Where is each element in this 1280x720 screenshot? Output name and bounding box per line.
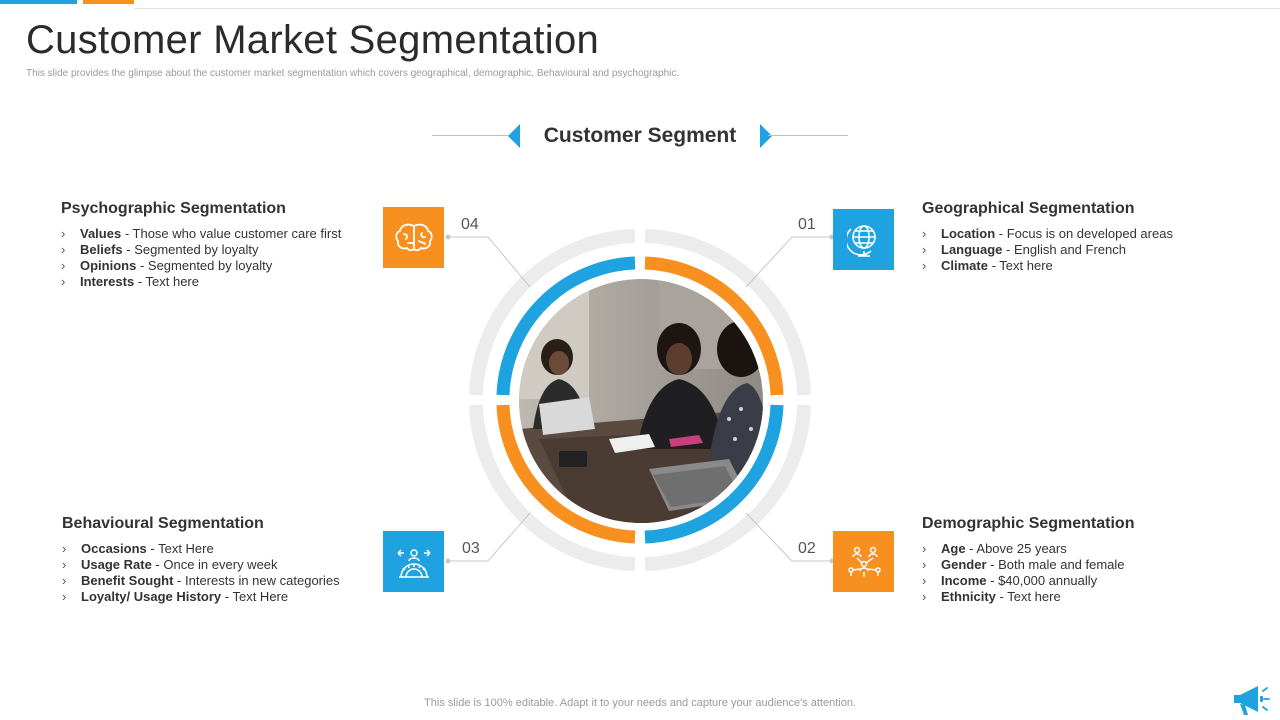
psychographic-list: Values - Those who value customer care f… [61,226,341,290]
brain-icon [394,223,433,251]
people-network-icon [847,546,881,577]
demographic-segment: Demographic Segmentation Age - Above 25 … [922,515,1134,605]
slide-subtitle: This slide provides the glimpse about th… [26,68,680,79]
psychographic-icon-box [383,207,444,268]
slide-footer: This slide is 100% editable. Adapt it to… [424,697,856,709]
geographical-title: Geographical Segmentation [922,200,1135,217]
list-item: Values - Those who value customer care f… [61,226,341,242]
behavioural-icon-box [383,531,444,592]
triangle-left-icon [508,124,520,148]
header-line-left [432,135,512,136]
demographic-list: Age - Above 25 years Gender - Both male … [922,541,1134,605]
demographic-icon-box [833,531,894,592]
list-item: Occasions - Text Here [62,541,340,557]
team-meeting-photo [519,279,763,523]
list-item: Gender - Both male and female [922,557,1134,573]
list-item: Income - $40,000 annually [922,573,1134,589]
behavioural-list: Occasions - Text Here Usage Rate - Once … [62,541,340,605]
geographical-icon-box [833,209,894,270]
globe-icon [846,224,876,257]
list-item: Language - English and French [922,242,1173,258]
list-item: Opinions - Segmented by loyalty [61,258,341,274]
top-divider [134,8,1280,9]
customer-segment-title: Customer Segment [543,124,737,147]
top-accent-orange [83,0,134,4]
list-item: Age - Above 25 years [922,541,1134,557]
list-item: Interests - Text here [61,274,341,290]
behavioural-segment: Behavioural Segmentation Occasions - Tex… [62,515,340,605]
demographic-number: 02 [798,540,816,557]
list-item: Benefit Sought - Interests in new catego… [62,573,340,589]
ring-arc-demographic [644,404,784,544]
list-item: Beliefs - Segmented by loyalty [61,242,341,258]
list-item: Climate - Text here [922,258,1173,274]
geographical-segment: Geographical Segmentation Location - Foc… [922,200,1173,274]
slide-title: Customer Market Segmentation [26,18,600,62]
triangle-right-icon [760,124,772,148]
psychographic-segment: Psychographic Segmentation Values - Thos… [61,200,341,290]
psychographic-number: 04 [461,216,479,233]
geographical-number: 01 [798,216,816,233]
top-accent-blue [0,0,77,4]
header-line-right [768,135,848,136]
list-item: Location - Focus is on developed areas [922,226,1173,242]
ring-arc-behavioural [496,404,636,544]
list-item: Usage Rate - Once in every week [62,557,340,573]
behavioural-number: 03 [462,540,480,557]
list-item: Ethnicity - Text here [922,589,1134,605]
behaviour-gear-icon [396,548,431,578]
customer-segment-header: Customer Segment [432,120,848,152]
behavioural-title: Behavioural Segmentation [62,515,264,532]
list-item: Loyalty/ Usage History - Text Here [62,589,340,605]
megaphone-icon [1234,686,1270,715]
geographical-list: Location - Focus is on developed areas L… [922,226,1173,274]
psychographic-title: Psychographic Segmentation [61,200,286,217]
demographic-title: Demographic Segmentation [922,515,1135,532]
ring-arc-psychographic [496,256,636,396]
ring-arc-geographical [644,256,784,396]
